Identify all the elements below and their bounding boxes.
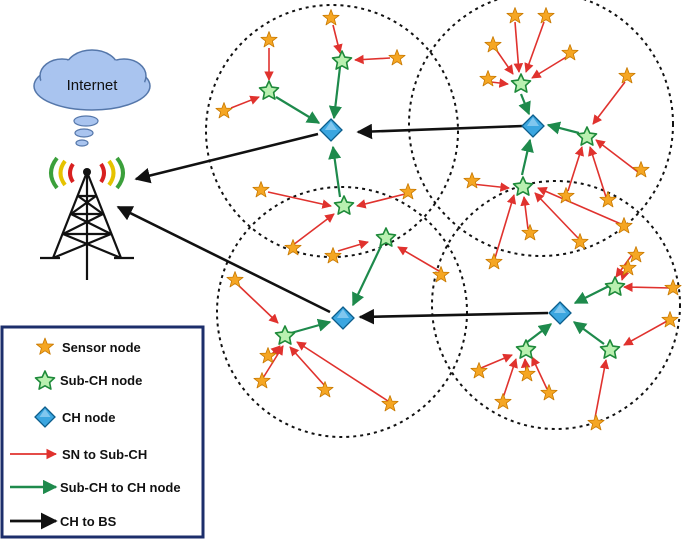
sensor-node	[388, 49, 406, 66]
base-station-tower-icon	[40, 156, 134, 280]
sensor-node	[627, 246, 645, 263]
sensor-node	[463, 172, 481, 189]
green-star-icon	[34, 370, 56, 390]
subch-node	[599, 339, 621, 359]
subch-node	[515, 339, 537, 359]
sensor-node	[521, 224, 539, 241]
cloud-icon	[33, 49, 151, 147]
sensor-node	[506, 7, 524, 24]
subch-node	[333, 195, 355, 215]
legend-label-sn-to-subch: SN to Sub-CH	[62, 447, 147, 462]
sensor-node	[619, 259, 637, 276]
sensor-node	[316, 381, 334, 398]
ch-nodes	[319, 114, 572, 330]
sensor-node	[615, 217, 633, 234]
subch-node	[274, 325, 296, 345]
sensor-node	[322, 9, 340, 26]
subch-nodes	[258, 50, 626, 359]
legend-sensor-glyph	[36, 337, 54, 355]
cluster-bottom-left	[216, 186, 468, 438]
internet-cloud: Internet	[33, 49, 151, 147]
sensor-node	[661, 311, 679, 328]
ch-to-ch-link	[356, 123, 524, 140]
blue-diamond-icon	[34, 406, 56, 428]
sn-to-subch-links	[230, 21, 672, 419]
sensor-node	[252, 181, 270, 198]
sensor-node	[540, 384, 558, 401]
sensor-node	[432, 266, 450, 283]
sensor-node	[470, 362, 488, 379]
sensor-node	[479, 70, 497, 87]
subch-to-ch-links	[275, 66, 610, 345]
ch-node	[548, 301, 572, 325]
subch-node	[576, 126, 598, 146]
sensor-node	[260, 31, 278, 48]
sensor-node	[664, 279, 682, 296]
sensor-node	[494, 393, 512, 410]
ch-to-bs-link	[116, 205, 331, 314]
legend-label-ch-to-bs: CH to BS	[60, 514, 117, 529]
sensor-node	[518, 365, 536, 382]
sensor-node	[215, 102, 233, 119]
sensor-node	[381, 395, 399, 412]
ch-to-ch-link	[358, 308, 549, 325]
sensor-node	[557, 187, 575, 204]
ch-node	[319, 118, 343, 142]
legend-ch-glyph	[34, 406, 56, 428]
legend-label-ch: CH node	[62, 410, 115, 425]
sensor-node	[632, 161, 650, 178]
subch-node	[512, 176, 534, 196]
ch-node	[331, 306, 355, 330]
subch-node	[604, 276, 626, 296]
sensor-node	[618, 67, 636, 84]
sensor-node	[571, 233, 589, 250]
cloud-label: Internet	[67, 77, 119, 94]
subch-node	[331, 50, 353, 70]
sensor-node	[399, 183, 417, 200]
sensor-node	[284, 239, 302, 256]
cluster-bottom-right	[431, 180, 681, 430]
sensor-node	[561, 44, 579, 61]
subch-node	[375, 227, 397, 247]
legend: Sensor node Sub-CH node CH node SN to Su…	[0, 325, 205, 539]
ch-to-bs-link	[134, 132, 319, 184]
ch-to-bs-links	[116, 123, 549, 325]
subch-node	[258, 80, 280, 100]
sensor-node	[324, 247, 342, 264]
subch-node	[510, 73, 532, 93]
legend-subch-glyph	[34, 370, 56, 390]
sensor-nodes	[215, 7, 682, 431]
sensor-node	[599, 191, 617, 208]
orange-star-icon	[36, 337, 54, 355]
sensor-node	[484, 36, 502, 53]
legend-label-subch-to-ch: Sub-CH to CH node	[60, 480, 181, 495]
ch-node	[521, 114, 545, 138]
sensor-node	[485, 253, 503, 270]
sensor-node	[537, 7, 555, 24]
legend-box	[0, 325, 205, 539]
legend-label-subch: Sub-CH node	[60, 373, 142, 388]
sensor-node	[587, 414, 605, 431]
sensor-node	[259, 347, 277, 364]
legend-label-sensor: Sensor node	[62, 340, 141, 355]
sensor-node	[226, 271, 244, 288]
sensor-node	[253, 372, 271, 389]
cluster-top-right	[408, 0, 674, 257]
